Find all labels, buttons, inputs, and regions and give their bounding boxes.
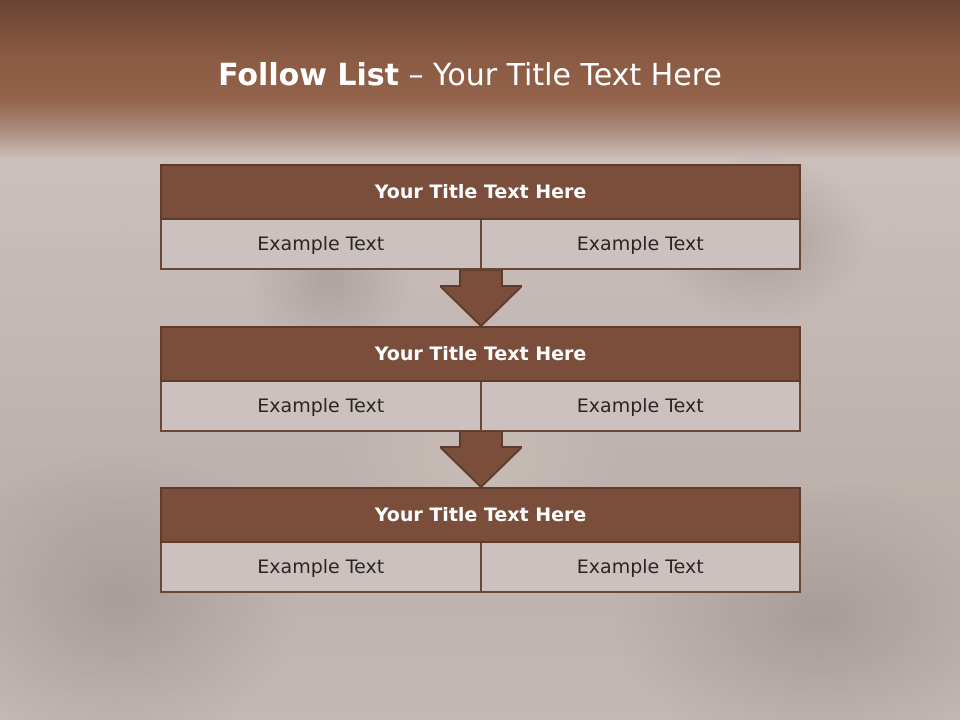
step-2-right-text: Example Text xyxy=(479,382,799,430)
step-row-2: Example Text Example Text xyxy=(160,382,801,432)
step-block-2: Your Title Text Here Example Text Exampl… xyxy=(160,326,801,432)
step-1-left-text: Example Text xyxy=(162,220,480,268)
step-row-1: Example Text Example Text xyxy=(160,220,801,270)
step-row-3: Example Text Example Text xyxy=(160,543,801,593)
step-3-right-text: Example Text xyxy=(479,543,799,591)
step-2-left-text: Example Text xyxy=(162,382,480,430)
slide-title-rest: – Your Title Text Here xyxy=(398,58,722,93)
down-arrow-icon xyxy=(440,270,522,326)
step-1-right-text: Example Text xyxy=(479,220,799,268)
header-band xyxy=(0,0,960,160)
slide-title-bold: Follow List xyxy=(218,58,399,93)
step-title-1: Your Title Text Here xyxy=(160,164,801,220)
step-title-3: Your Title Text Here xyxy=(160,487,801,543)
down-arrow-icon xyxy=(440,431,522,487)
step-block-1: Your Title Text Here Example Text Exampl… xyxy=(160,164,801,270)
slide-title: Follow List – Your Title Text Here xyxy=(0,52,940,100)
step-3-left-text: Example Text xyxy=(162,543,480,591)
step-block-3: Your Title Text Here Example Text Exampl… xyxy=(160,487,801,593)
step-title-2: Your Title Text Here xyxy=(160,326,801,382)
